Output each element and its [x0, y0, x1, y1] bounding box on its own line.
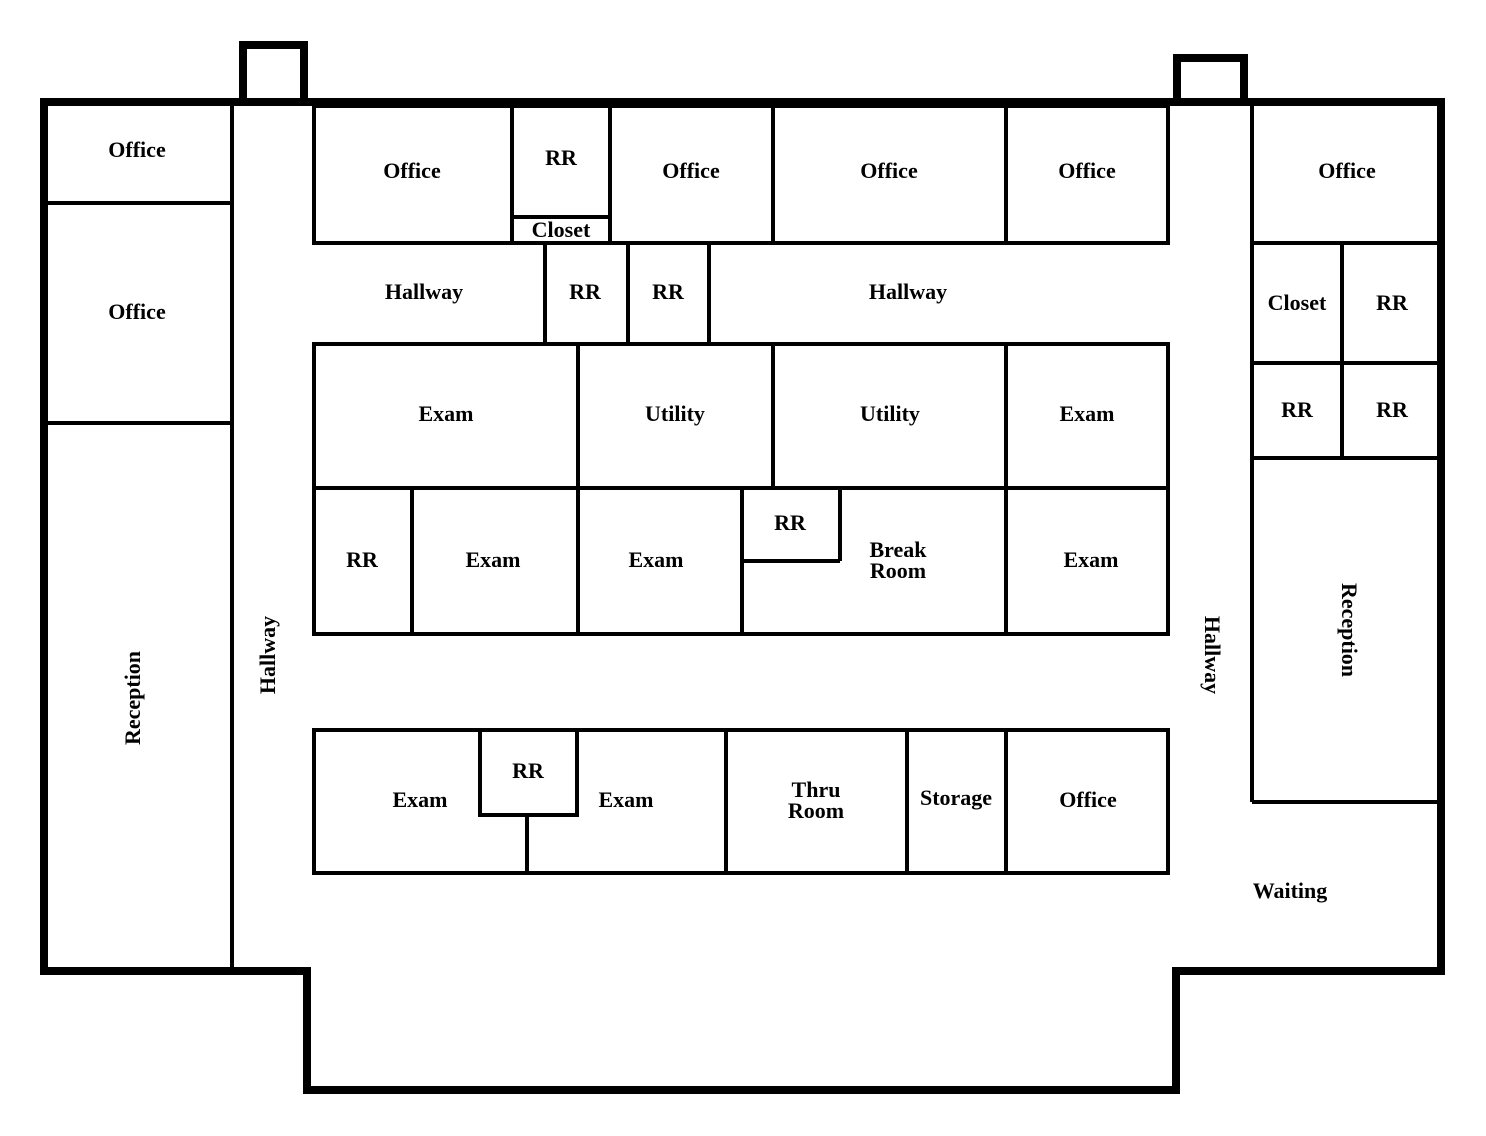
room-label-rr: RR — [512, 758, 545, 783]
room-label-waiting: Waiting — [1253, 878, 1328, 903]
room-label-closet: Closet — [532, 217, 591, 242]
interior-walls — [44, 102, 1441, 971]
room-label-exam: Exam — [1064, 547, 1119, 572]
room-label-utility: Utility — [860, 401, 920, 426]
room-label-office: Office — [108, 299, 166, 324]
exterior-walls — [40, 41, 1445, 1094]
left-exterior-alcove — [239, 41, 308, 106]
room-labels: Office Office Reception Hallway Office R… — [108, 137, 1409, 903]
room-label-break-room: Break — [869, 537, 927, 562]
right-exterior-alcove — [1173, 54, 1248, 106]
room-label-rr: RR — [1281, 397, 1314, 422]
room-label-office: Office — [662, 158, 720, 183]
room-label-office: Office — [108, 137, 166, 162]
room-label-utility: Utility — [645, 401, 705, 426]
room-label-exam: Exam — [629, 547, 684, 572]
room-label-rr: RR — [346, 547, 379, 572]
room-label-exam: Exam — [1060, 401, 1115, 426]
room-label-office: Office — [1059, 787, 1117, 812]
room-label-rr: RR — [569, 279, 602, 304]
room-label-exam: Exam — [599, 787, 654, 812]
room-label-hallway: Hallway — [869, 279, 947, 304]
room-label-closet: Closet — [1268, 290, 1327, 315]
room-label-office: Office — [860, 158, 918, 183]
room-label-reception: Reception — [1337, 583, 1362, 677]
room-label-storage: Storage — [920, 785, 992, 810]
room-label-rr: RR — [545, 145, 578, 170]
room-label-thru-room: Room — [788, 798, 844, 823]
room-label-hallway: Hallway — [1200, 616, 1225, 694]
room-label-office: Office — [383, 158, 441, 183]
room-label-rr: RR — [1376, 397, 1409, 422]
room-label-exam: Exam — [466, 547, 521, 572]
room-label-exam: Exam — [393, 787, 448, 812]
room-label-rr: RR — [774, 510, 807, 535]
room-label-hallway: Hallway — [385, 279, 463, 304]
room-label-rr: RR — [1376, 290, 1409, 315]
room-label-office: Office — [1318, 158, 1376, 183]
room-label-break-room: Room — [870, 558, 926, 583]
room-label-thru-room: Thru — [792, 777, 841, 802]
room-label-hallway: Hallway — [255, 616, 280, 694]
room-label-exam: Exam — [419, 401, 474, 426]
room-label-reception: Reception — [120, 651, 145, 745]
room-label-office: Office — [1058, 158, 1116, 183]
room-label-rr: RR — [652, 279, 685, 304]
